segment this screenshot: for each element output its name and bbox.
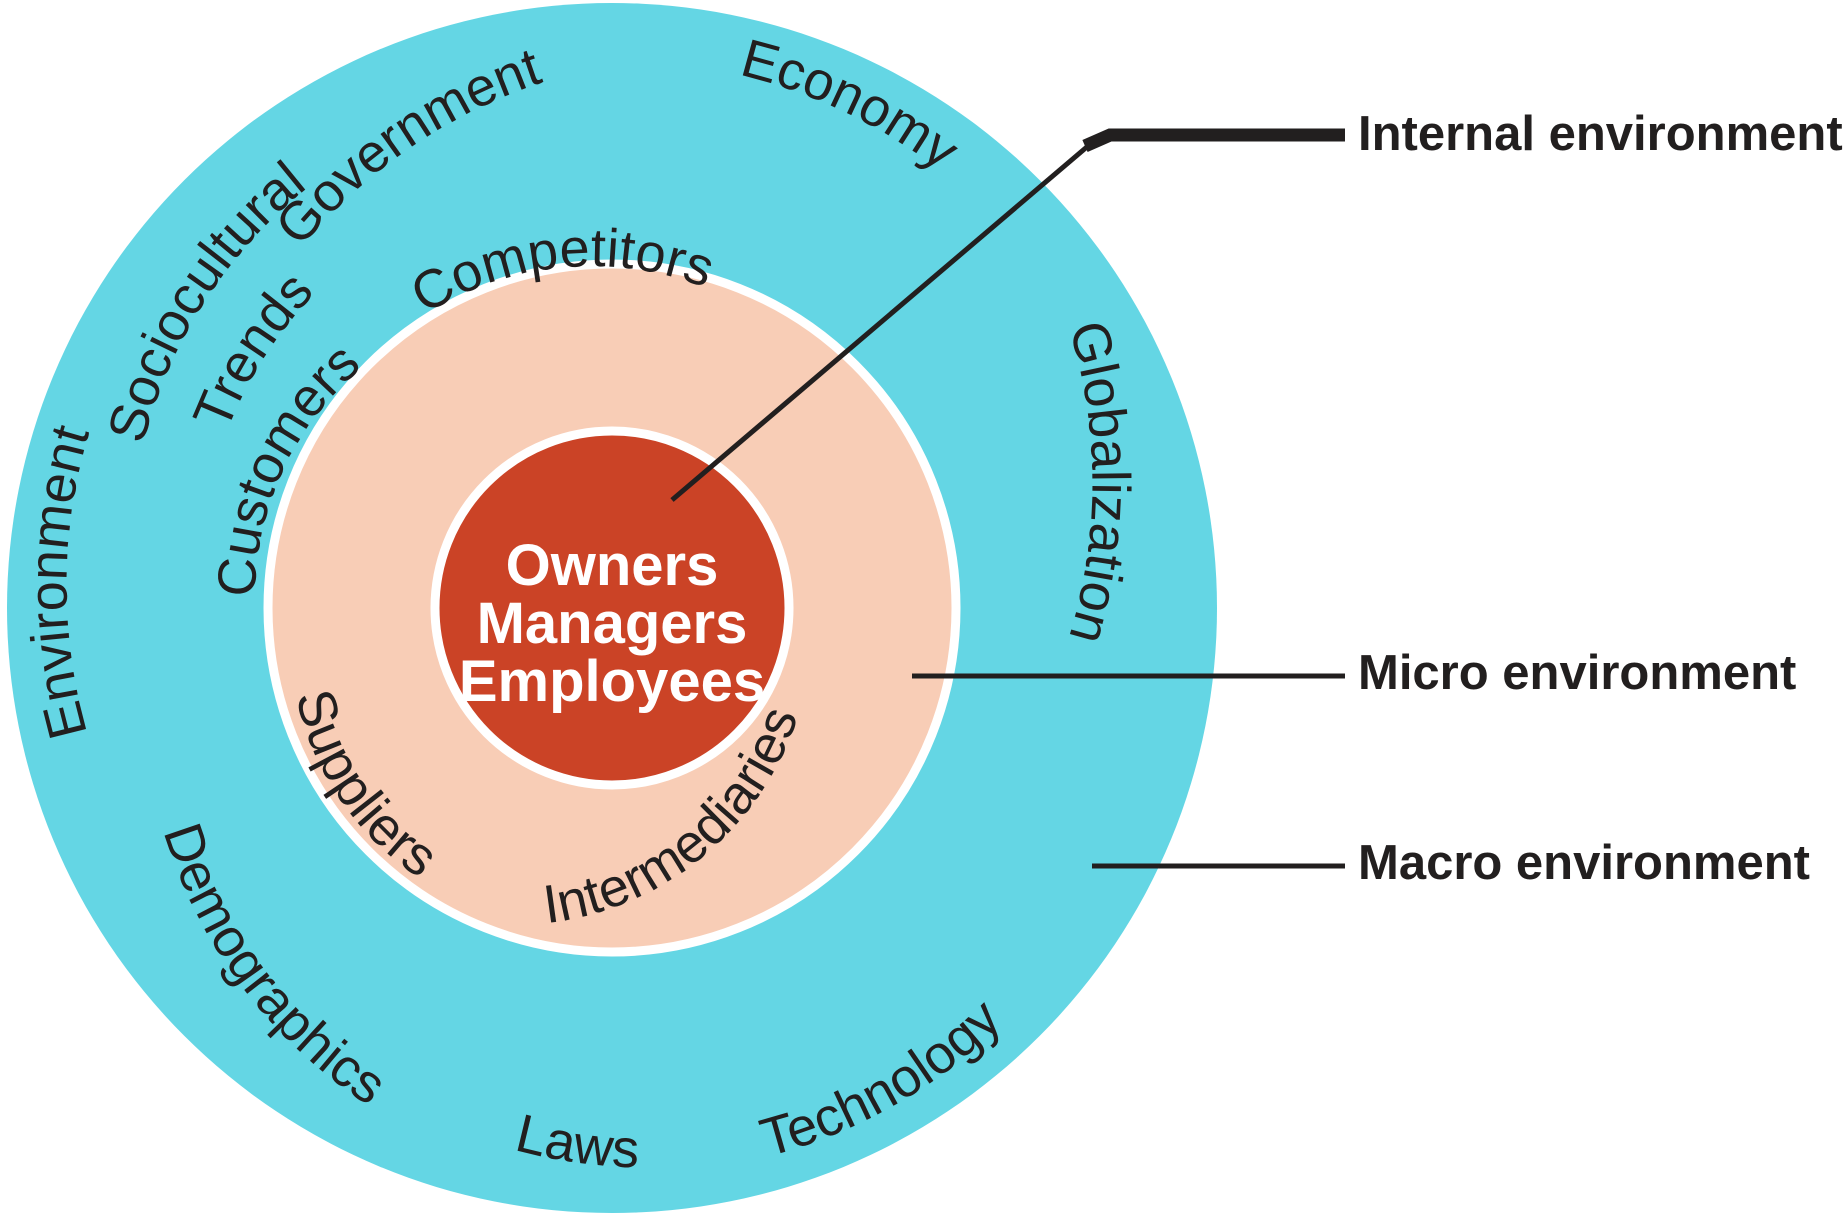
internal-environment-core [430,426,794,790]
callout-line-internal [670,144,1090,502]
core-line-employees: Employees [459,649,765,714]
core-line-owners: Owners [506,533,719,598]
core-line-managers: Managers [477,591,748,656]
callout-label-micro-environment: Micro environment [1358,646,1796,700]
callout-line-internal-horizontal [1082,128,1345,152]
callout-label-internal-environment: Internal environment [1358,107,1843,161]
callout-label-macro-environment: Macro environment [1358,836,1810,890]
